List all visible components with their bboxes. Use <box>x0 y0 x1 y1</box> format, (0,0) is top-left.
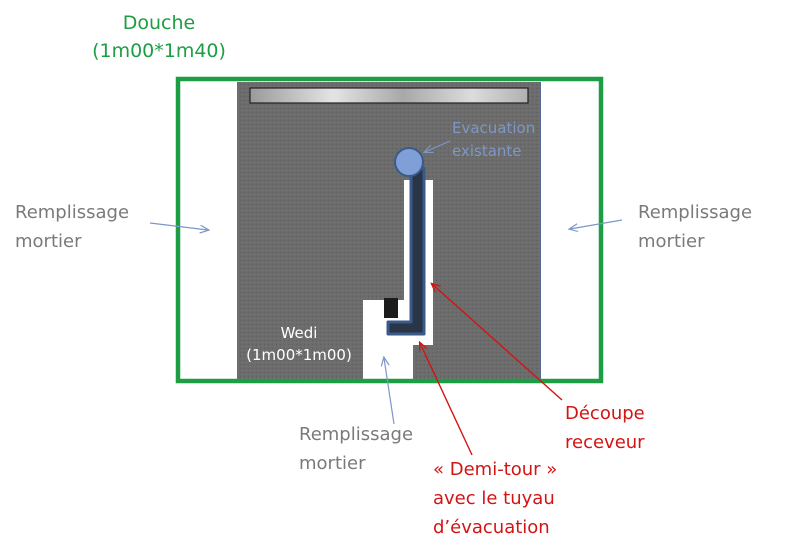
shower-frame <box>175 76 604 384</box>
remplissage-right-label: Remplissage mortier <box>638 198 752 256</box>
remplissage-right-line2: mortier <box>638 231 705 252</box>
arrow-demi-tour <box>420 343 473 456</box>
remplissage-left-line1: Remplissage <box>15 202 130 223</box>
demi-tour-line2: avec le tuyau <box>433 488 555 509</box>
remplissage-left-label: Remplissage mortier <box>15 198 129 256</box>
arrow-remplissage-bottom <box>384 358 395 425</box>
demi-tour-label: « Demi-tour » avec le tuyau d’évacuation <box>433 455 557 542</box>
evacuation-label: Evacuation existante <box>452 117 535 163</box>
douche-label-line1: Douche <box>122 12 196 34</box>
evacuation-line2: existante <box>452 142 522 160</box>
decoupe-line1: Découpe <box>565 403 645 424</box>
douche-label-line2: (1m00*1m40) <box>92 40 226 62</box>
remplissage-bottom-label: Remplissage mortier <box>299 420 413 478</box>
arrow-decoupe <box>432 284 563 401</box>
wedi-line2: (1m00*1m00) <box>246 346 352 364</box>
evacuation-pipe <box>386 166 426 336</box>
remplissage-left-line2: mortier <box>15 231 82 252</box>
demi-tour-line3: d’évacuation <box>433 517 550 538</box>
wedi-label: Wedi (1m00*1m00) <box>241 322 357 366</box>
remplissage-bottom-line2: mortier <box>299 453 366 474</box>
douche-label: Douche (1m00*1m40) <box>88 9 230 65</box>
demi-tour-line1: « Demi-tour » <box>433 459 558 480</box>
arrow-remplissage-left <box>149 222 208 230</box>
existing-drain-circle <box>394 147 424 177</box>
remplissage-right-line1: Remplissage <box>638 202 753 223</box>
arrow-remplissage-right <box>570 219 623 229</box>
remplissage-bottom-line1: Remplissage <box>299 424 414 445</box>
decoupe-line2: receveur <box>565 432 645 453</box>
decoupe-label: Découpe receveur <box>565 399 645 457</box>
evacuation-line1: Evacuation <box>452 119 536 137</box>
pipe-fitting <box>384 298 398 318</box>
wedi-line1: Wedi <box>280 324 318 342</box>
arrow-evacuation <box>425 140 451 152</box>
linear-drain <box>249 87 529 104</box>
